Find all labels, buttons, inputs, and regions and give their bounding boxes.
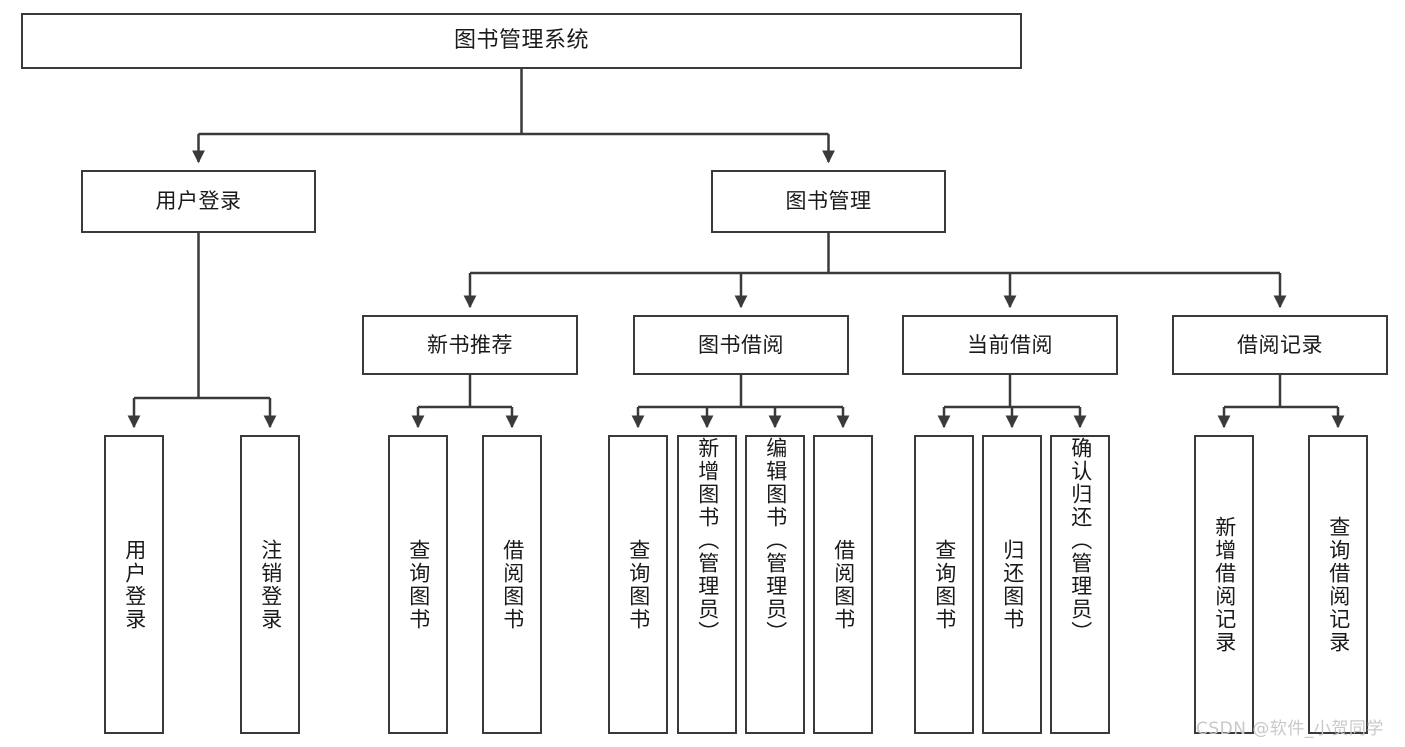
node-leaf-logout-label: 注销登录: [258, 538, 283, 631]
node-book-borrow[interactable]: 图书借阅: [633, 315, 849, 375]
node-leaf-query-book-2[interactable]: 查询图书: [608, 435, 668, 734]
node-leaf-query-record[interactable]: 查询借阅记录: [1308, 435, 1368, 734]
node-user-login-label: 用户登录: [155, 189, 242, 214]
node-leaf-borrow-book-1-label: 借阅图书: [500, 538, 525, 631]
node-leaf-query-book-1[interactable]: 查询图书: [388, 435, 448, 734]
node-leaf-borrow-book-2[interactable]: 借阅图书: [813, 435, 873, 734]
node-leaf-query-record-label: 查询借阅记录: [1326, 515, 1351, 654]
node-leaf-add-record[interactable]: 新增借阅记录: [1194, 435, 1254, 734]
node-leaf-borrow-book-2-label: 借阅图书: [831, 538, 856, 631]
node-leaf-add-book[interactable]: 新增图书（管理员）: [677, 435, 737, 734]
node-borrow-record[interactable]: 借阅记录: [1172, 315, 1388, 375]
node-leaf-add-record-label: 新增借阅记录: [1212, 515, 1237, 654]
node-leaf-return-book[interactable]: 归还图书: [982, 435, 1042, 734]
node-root-label: 图书管理系统: [453, 28, 589, 54]
node-leaf-confirm-return-label: 确认归还（管理员）: [1068, 437, 1093, 644]
node-book-borrow-label: 图书借阅: [698, 332, 784, 357]
node-leaf-query-book-3-label: 查询图书: [932, 538, 957, 631]
node-leaf-borrow-book-1[interactable]: 借阅图书: [482, 435, 542, 734]
node-leaf-confirm-return[interactable]: 确认归还（管理员）: [1050, 435, 1110, 734]
node-user-login[interactable]: 用户登录: [81, 170, 316, 233]
node-book-manage-label: 图书管理: [785, 189, 872, 214]
csdn-watermark: CSDN @软件_小贺同学: [1196, 719, 1384, 739]
node-leaf-query-book-3[interactable]: 查询图书: [914, 435, 974, 734]
node-current-borrow-label: 当前借阅: [967, 332, 1053, 357]
node-leaf-user-login-label: 用户登录: [122, 538, 147, 631]
node-book-manage[interactable]: 图书管理: [711, 170, 946, 233]
node-leaf-user-login[interactable]: 用户登录: [104, 435, 164, 734]
node-leaf-query-book-1-label: 查询图书: [406, 538, 431, 631]
node-borrow-record-label: 借阅记录: [1237, 332, 1323, 357]
node-new-book-rec[interactable]: 新书推荐: [362, 315, 578, 375]
node-root[interactable]: 图书管理系统: [21, 13, 1022, 69]
node-leaf-query-book-2-label: 查询图书: [626, 538, 651, 631]
node-leaf-add-book-label: 新增图书（管理员）: [695, 437, 720, 644]
node-current-borrow[interactable]: 当前借阅: [902, 315, 1118, 375]
node-new-book-rec-label: 新书推荐: [427, 332, 513, 357]
node-leaf-edit-book[interactable]: 编辑图书（管理员）: [745, 435, 805, 734]
node-leaf-return-book-label: 归还图书: [1000, 538, 1025, 631]
node-leaf-edit-book-label: 编辑图书（管理员）: [763, 437, 788, 644]
node-leaf-logout[interactable]: 注销登录: [240, 435, 300, 734]
